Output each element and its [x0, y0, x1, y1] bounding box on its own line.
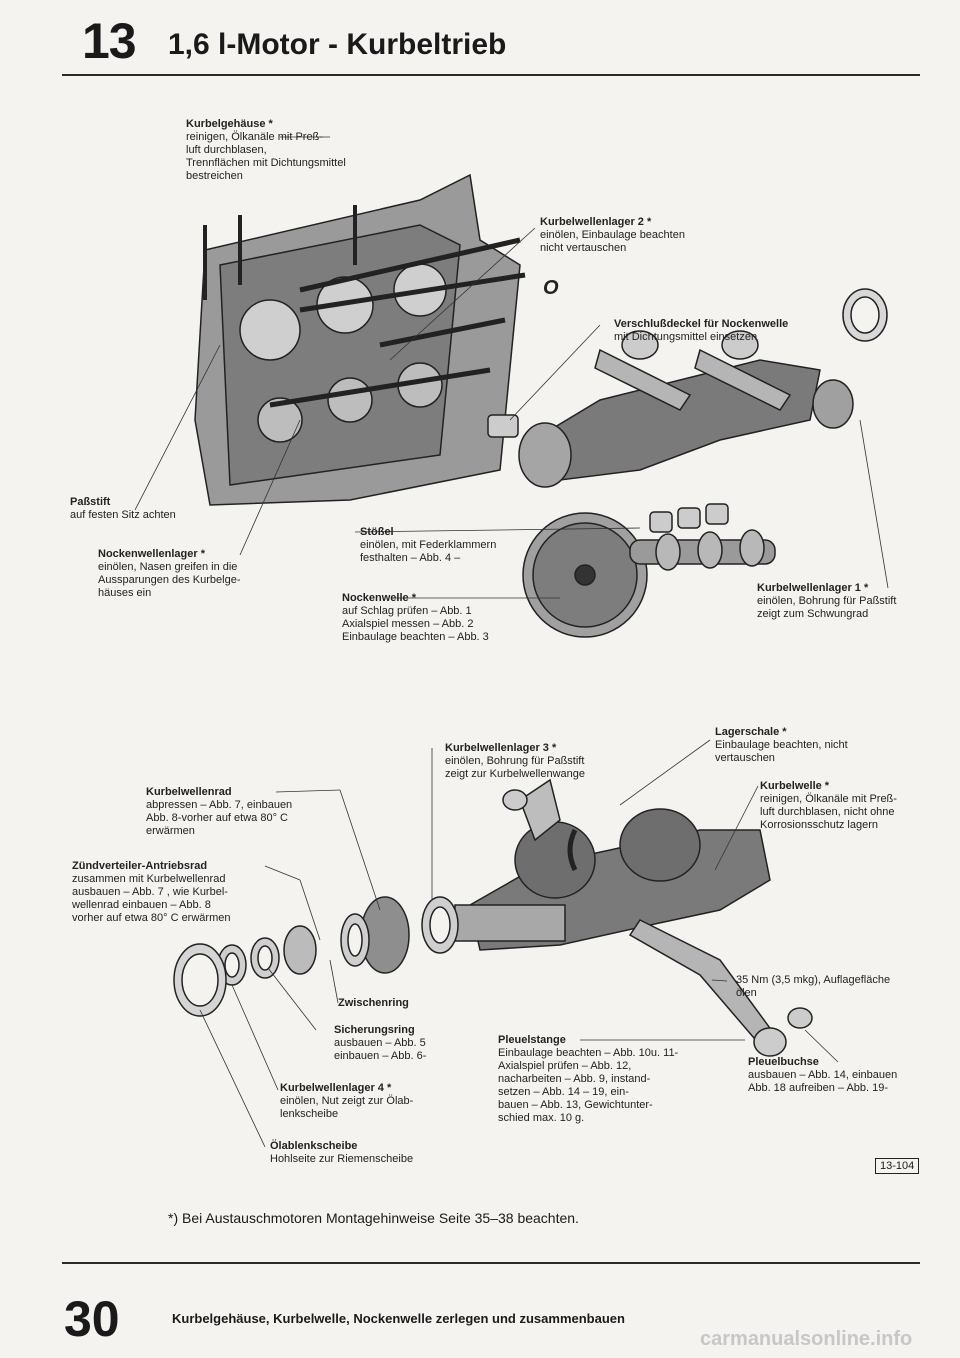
- label-lagerschale: Lagerschale * Einbaulage beachten, nicht…: [715, 726, 848, 764]
- page-title: 1,6 l-Motor - Kurbeltrieb: [168, 28, 507, 61]
- label-nockenwellenlager: Nockenwellenlager * einölen, Nasen greif…: [98, 548, 241, 599]
- label-stoessel: Stößel einölen, mit Federklammern festha…: [360, 526, 497, 564]
- label-kurbelwellenrad: Kurbelwellenrad abpressen – Abb. 7, einb…: [146, 786, 293, 837]
- label-passstift: Paßstift auf festen Sitz achten: [70, 496, 176, 521]
- leader-lines: [134, 136, 889, 1148]
- label-zuendverteiler-antriebsrad: Zündverteiler-Antriebsrad zusammen mit K…: [72, 860, 231, 924]
- label-o-mark: O: [543, 277, 559, 299]
- label-kurbelwellenlager-4: Kurbelwellenlager 4 * einölen, Nut zeigt…: [280, 1082, 414, 1120]
- label-kurbelwellenlager-2: Kurbelwellenlager 2 * einölen, Einbaulag…: [540, 216, 685, 254]
- crankshaft-drawing: [454, 778, 813, 1057]
- footer-divider: [62, 1262, 920, 1264]
- figure-reference: 13-104: [875, 1158, 920, 1174]
- label-kurbelwellenlager-3: Kurbelwellenlager 3 * einölen, Bohrung f…: [445, 742, 586, 780]
- label-verschlussdeckel: Verschlußdeckel für Nockenwelle mit Dich…: [614, 318, 789, 343]
- camshaft-drawing: [522, 503, 776, 638]
- header-divider: [62, 74, 920, 76]
- footer-title: Kurbelgehäuse, Kurbelwelle, Nockenwelle …: [172, 1311, 625, 1326]
- label-zwischenring: Zwischenring: [338, 997, 409, 1009]
- label-kurbelwellenlager-1: Kurbelwellenlager 1 * einölen, Bohrung f…: [757, 582, 897, 620]
- label-nockenwelle: Nockenwelle * auf Schlag prüfen – Abb. 1…: [342, 592, 489, 643]
- label-oelablenkscheibe: Ölablenkscheibe Hohlseite zur Riemensche…: [270, 1140, 414, 1165]
- label-pleuelbuchse: Pleuelbuchse ausbauen – Abb. 14, einbaue…: [748, 1056, 898, 1094]
- gears-and-rings-drawing: [173, 896, 459, 1017]
- footnote: *) Bei Austauschmotoren Montagehinweise …: [168, 1210, 579, 1226]
- label-pleuelstange: Pleuelstange Einbaulage beachten – Abb. …: [498, 1034, 679, 1124]
- page-number: 30: [64, 1291, 120, 1347]
- label-sicherungsring: Sicherungsring ausbauen – Abb. 5 einbaue…: [334, 1024, 427, 1062]
- label-kurbelgehaeuse: Kurbelgehäuse * reinigen, Ölkanäle mit P…: [186, 118, 346, 182]
- chapter-number: 13: [82, 13, 137, 69]
- crankshaft-assembly-top: [518, 288, 888, 488]
- watermark: carmanualsonline.info: [700, 1328, 913, 1350]
- label-drehmoment: 35 Nm (3,5 mkg), Auflagefläche ölen: [736, 974, 891, 999]
- label-kurbelwelle: Kurbelwelle * reinigen, Ölkanäle mit Pre…: [760, 780, 897, 831]
- crankcase-drawing: [194, 173, 526, 506]
